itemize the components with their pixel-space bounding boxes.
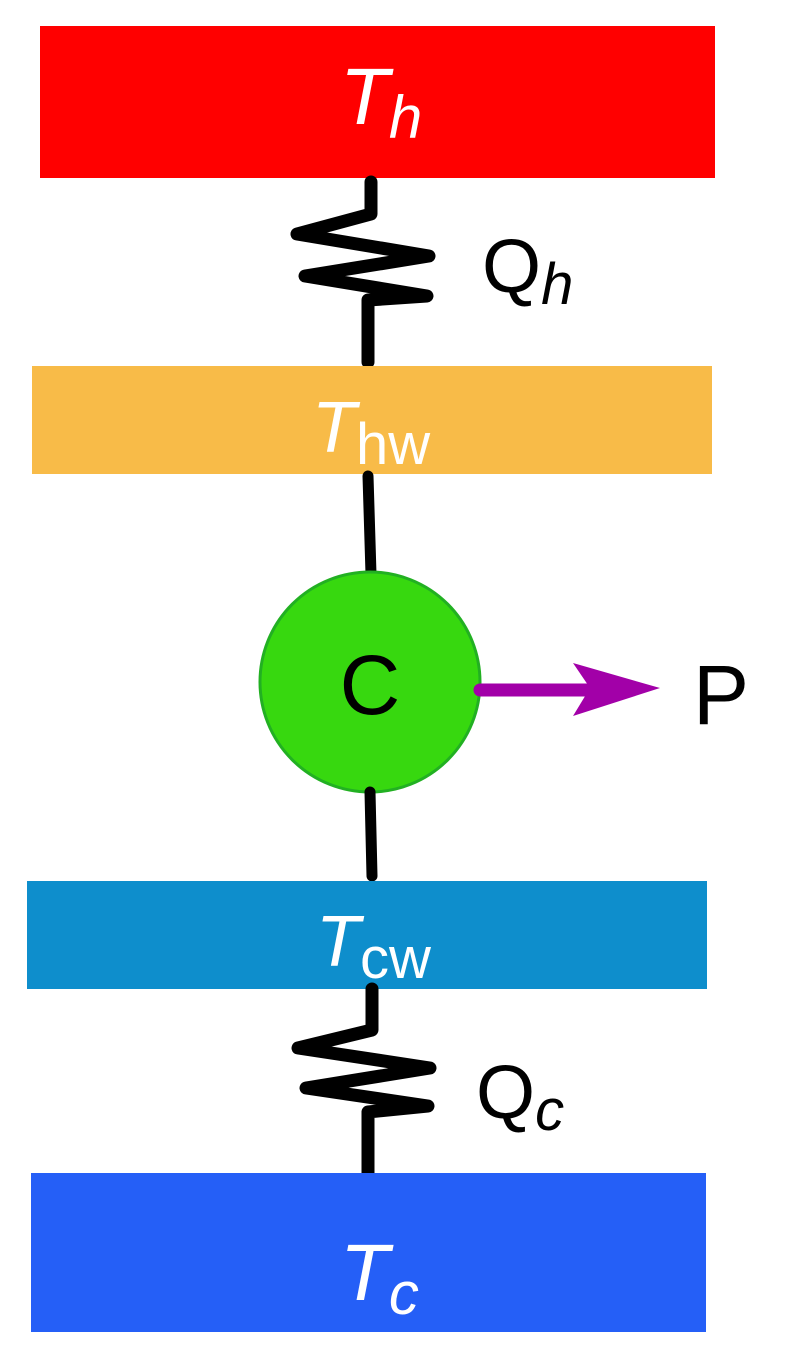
cold-wall-block: [27, 881, 707, 989]
cold-heat-flow-sub: c: [535, 1078, 564, 1143]
hot-wall-block: [32, 366, 712, 474]
hot-reservoir-label-sub: h: [389, 84, 422, 151]
hot-heat-flow-main: Q: [482, 224, 541, 309]
hot-reservoir-label: Th: [340, 52, 422, 151]
cold-reservoir-label-main: T: [340, 1228, 394, 1317]
hot-wall-label-sub: hw: [356, 412, 431, 477]
cold-reservoir-block: [31, 1173, 706, 1332]
hot-reservoir-label-main: T: [340, 52, 394, 141]
cold-heat-flow-main: Q: [476, 1050, 535, 1135]
cold-reservoir-label-sub: c: [389, 1260, 419, 1327]
hot-wall-label: Thw: [312, 388, 431, 477]
hot-heat-flow-label: Qh: [482, 224, 573, 317]
right-arrow-icon: [473, 663, 660, 716]
cold-wall-label-main: T: [316, 902, 365, 982]
engine-label: C: [340, 638, 401, 732]
hot-wall-label-main: T: [312, 388, 361, 468]
cold-heat-flow-label: Qc: [476, 1050, 564, 1143]
cold-reservoir-label: Tc: [340, 1228, 419, 1327]
cold-wall-label-sub: cw: [360, 926, 432, 991]
resistor-zigzag-icon: [290, 175, 436, 369]
cold-wall-connector-line: [364, 786, 378, 882]
cold-wall-label: Tcw: [316, 902, 432, 991]
resistor-zigzag-icon: [291, 982, 437, 1183]
hot-heat-flow-sub: h: [541, 252, 573, 317]
hot-wall-connector-line: [362, 470, 377, 580]
power-label: P: [693, 648, 749, 742]
hot-reservoir-block: [40, 26, 715, 178]
